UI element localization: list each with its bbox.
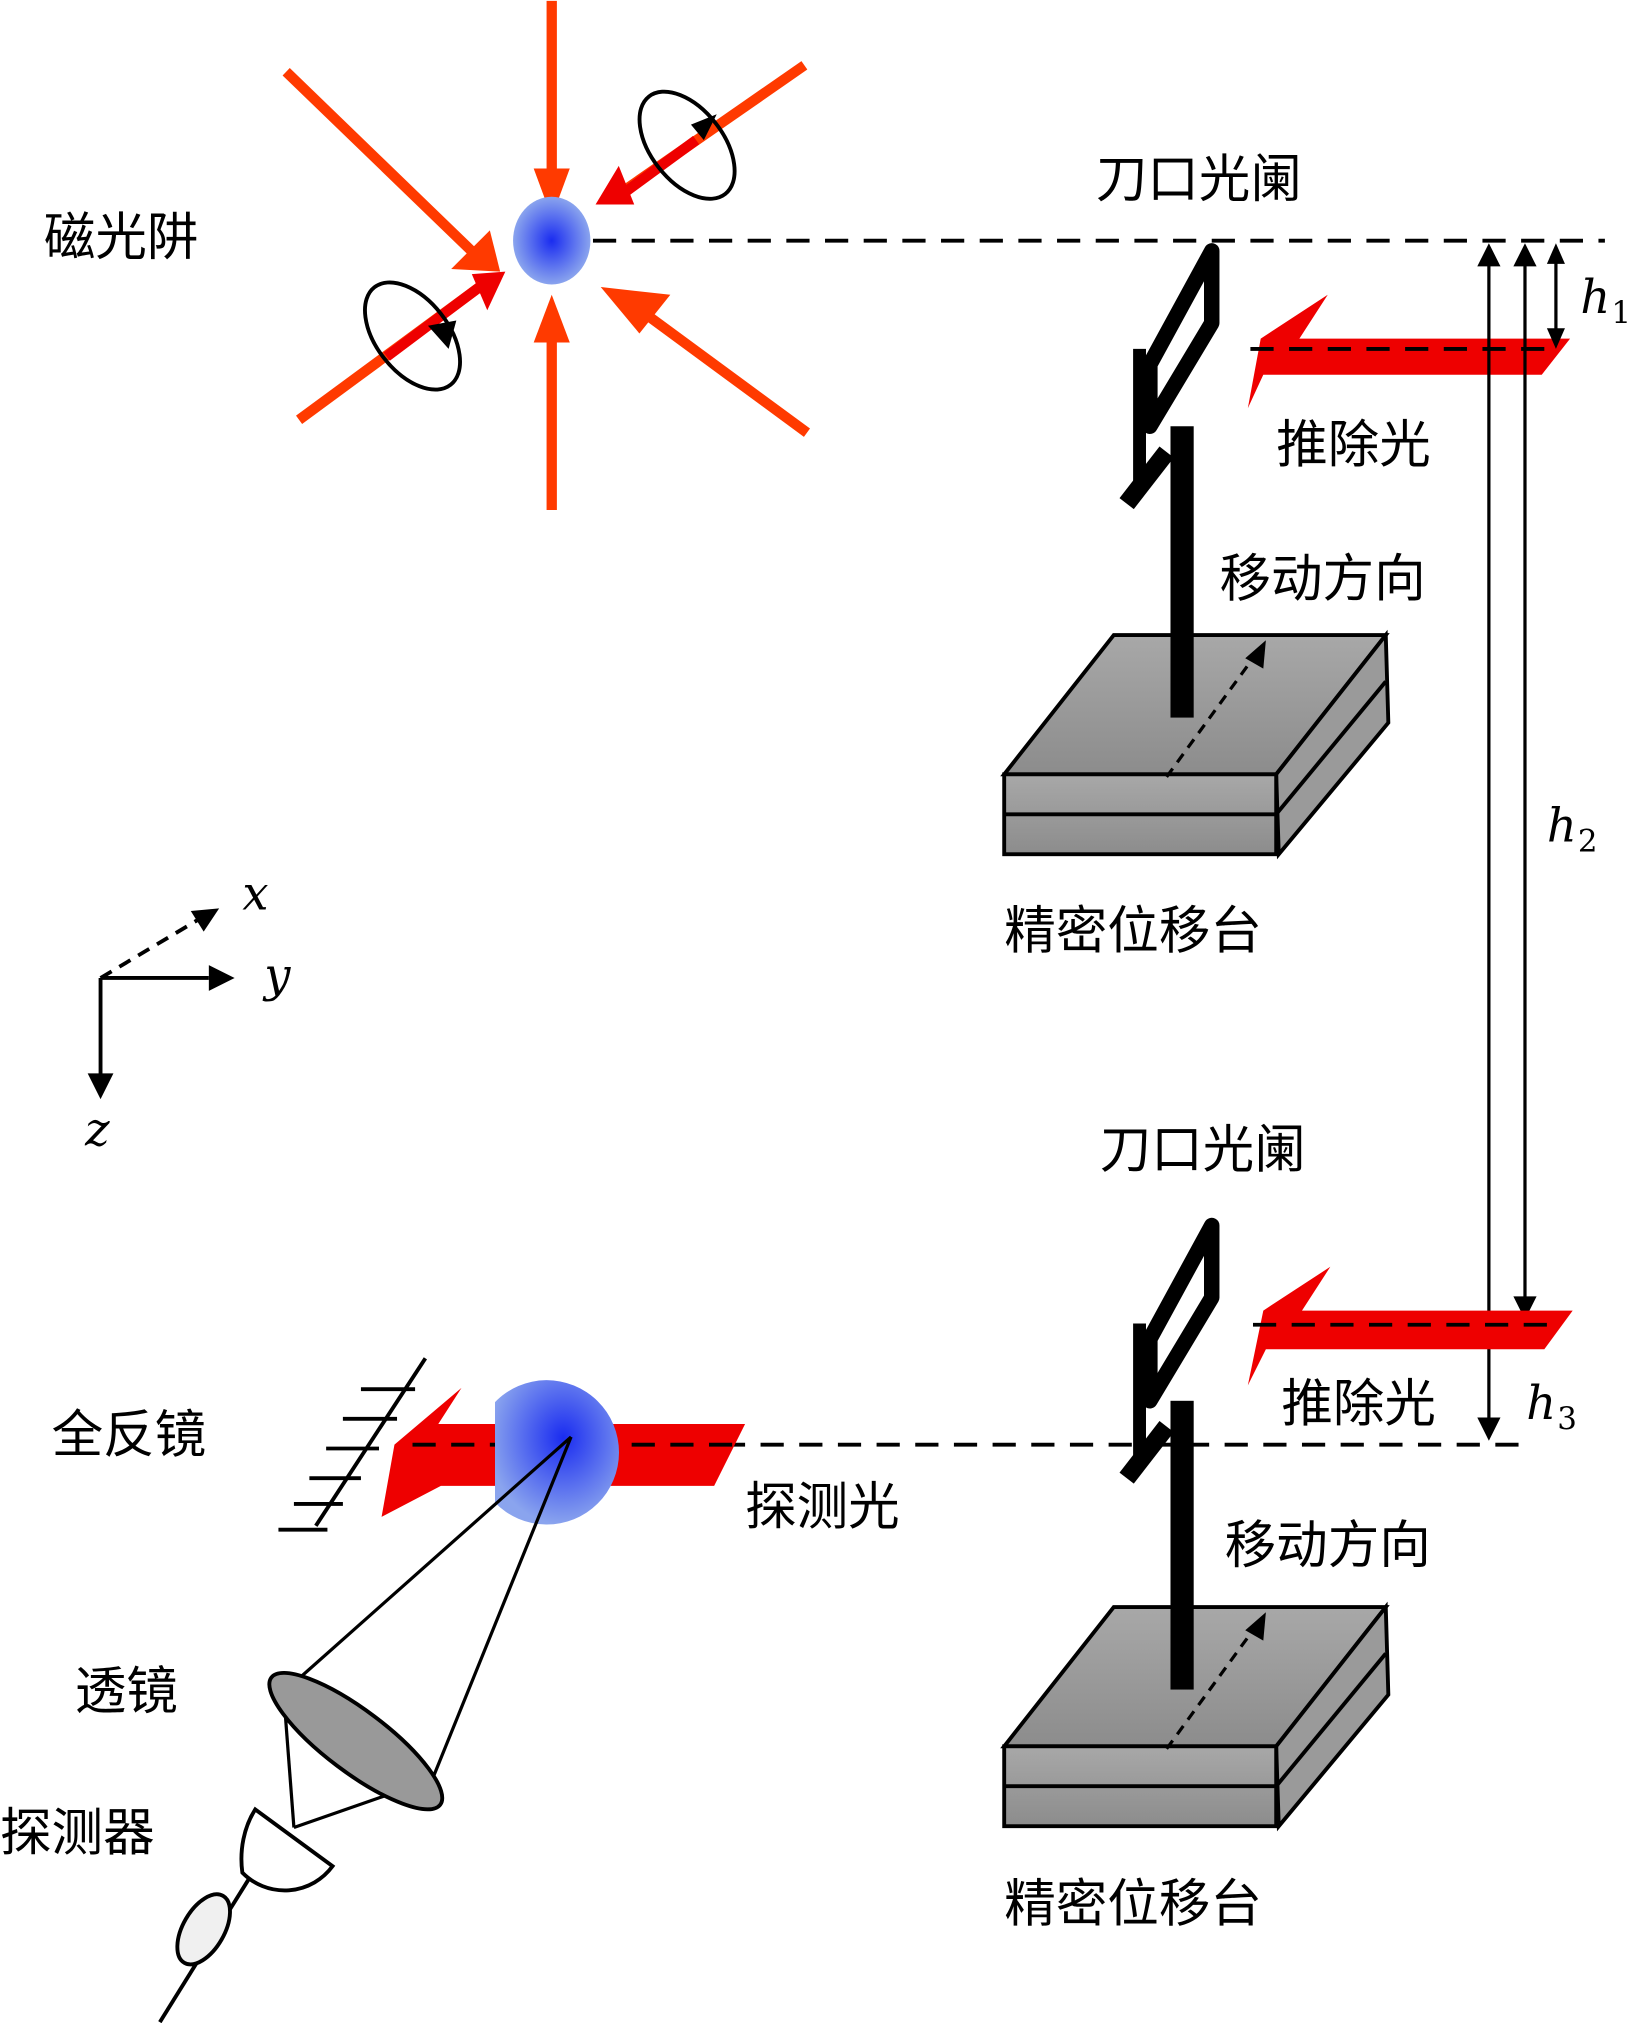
mot-beam-vertical-top: [533, 0, 570, 218]
detector-label: 探测器: [0, 1804, 155, 1864]
push-light-label-bottom: 推除光: [1281, 1374, 1436, 1434]
knife-edge-label-bottom: 刀口光阑: [1100, 1120, 1306, 1180]
lens-icon: [267, 1670, 445, 1812]
svg-text:h: h: [1547, 798, 1577, 852]
coordinate-axes: x y z: [84, 867, 291, 1157]
push-beam-top: [1247, 294, 1571, 409]
fluorescence-cone: [281, 1435, 573, 1830]
height-dimensions: h 1 h 2 h 3: [1477, 243, 1631, 1441]
atom-cloud-probe: [495, 1380, 619, 1525]
detector-icon: [158, 1806, 336, 2023]
knife-edge-assembly-bottom: 刀口光阑 推除光 移动方向 精密位移台: [1000, 1120, 1573, 1935]
svg-text:h: h: [1526, 1376, 1556, 1430]
mot-beam-diag-bottom-right: [600, 287, 811, 437]
stage-label-bottom: 精密位移台: [1004, 1875, 1262, 1935]
polarization-arrow-icon: [427, 320, 457, 349]
svg-text:2: 2: [1578, 824, 1598, 860]
move-direction-label-bottom: 移动方向: [1225, 1516, 1431, 1576]
probe-light-label: 探测光: [745, 1478, 900, 1538]
precision-stage-bottom: [1000, 1601, 1391, 1832]
polarization-ellipse-icon: [637, 89, 737, 201]
move-direction-arrow-icon: [1245, 1612, 1266, 1641]
h2-label: h 2: [1547, 798, 1598, 859]
atom-cloud-mot: [513, 196, 591, 285]
h3-label: h 3: [1526, 1376, 1577, 1437]
push-light-label-top: 推除光: [1276, 415, 1431, 475]
stage-label-top: 精密位移台: [1004, 901, 1262, 961]
polarization-arrow-icon: [690, 114, 717, 141]
z-axis-label: z: [84, 1103, 110, 1157]
lens-label: 透镜: [75, 1662, 178, 1722]
x-axis-arrow-icon: [99, 917, 201, 980]
push-beam-bottom: [1247, 1266, 1573, 1386]
svg-text:1: 1: [1611, 295, 1631, 331]
knife-edge-assembly-top: 刀口光阑 推除光 移动方向 精密位移台: [1000, 150, 1571, 961]
mot-label: 磁光阱: [44, 208, 199, 268]
mot-beam-vertical-bottom: [533, 294, 570, 511]
y-axis-label: y: [262, 948, 291, 1002]
precision-stage-top: [1000, 629, 1391, 860]
circular-beam-lower-left: [296, 271, 506, 424]
circular-beam-upper-right: [595, 61, 808, 205]
move-direction-arrow-icon: [1245, 640, 1266, 669]
polarization-ellipse-icon: [363, 280, 462, 392]
svg-text:h: h: [1580, 270, 1610, 324]
knife-edge-label-top: 刀口光阑: [1096, 150, 1302, 210]
mot-group: 磁光阱: [44, 0, 811, 511]
move-direction-label-top: 移动方向: [1219, 549, 1425, 609]
x-axis-label: x: [242, 867, 268, 921]
svg-text:3: 3: [1557, 1401, 1577, 1437]
probe-section: 全反镜 探测光 透镜 探测器: [0, 1357, 900, 2023]
mirror-label: 全反镜: [52, 1405, 207, 1465]
mot-beam-diag-top-left: [282, 68, 501, 272]
h1-label: h 1: [1580, 270, 1631, 331]
mirror: [278, 1357, 428, 1532]
